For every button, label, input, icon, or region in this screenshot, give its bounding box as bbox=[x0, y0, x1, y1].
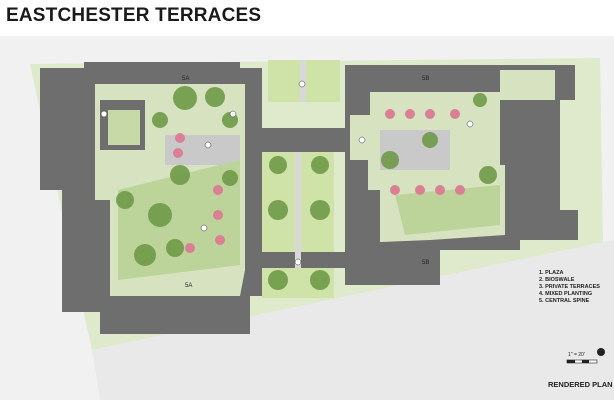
north-arrow-icon bbox=[597, 348, 605, 356]
tree bbox=[152, 112, 168, 128]
callout bbox=[358, 136, 366, 144]
terrace-west bbox=[108, 110, 140, 145]
tree bbox=[173, 86, 197, 110]
legend-item: 3. PRIVATE TERRACES bbox=[539, 284, 600, 290]
bioswale-east bbox=[395, 185, 500, 235]
tree bbox=[311, 156, 329, 174]
tree bbox=[170, 165, 190, 185]
legend-item: 4. MIXED PLANTING bbox=[539, 291, 593, 297]
tree bbox=[166, 239, 184, 257]
flowering-tree bbox=[415, 185, 425, 195]
tree bbox=[310, 270, 330, 290]
tree bbox=[134, 244, 156, 266]
tree bbox=[222, 170, 238, 186]
tree bbox=[473, 93, 487, 107]
flowering-tree bbox=[405, 109, 415, 119]
flowering-tree bbox=[213, 185, 223, 195]
page-title: EASTCHESTER TERRACES bbox=[6, 5, 262, 26]
flowering-tree bbox=[215, 235, 225, 245]
callout bbox=[100, 110, 108, 118]
tree bbox=[422, 132, 438, 148]
tree bbox=[268, 200, 288, 220]
tree bbox=[269, 156, 287, 174]
legend-item: 5. CENTRAL SPINE bbox=[539, 298, 590, 304]
flowering-tree bbox=[390, 185, 400, 195]
flowering-tree bbox=[175, 133, 185, 143]
tree bbox=[479, 166, 497, 184]
tree bbox=[148, 203, 172, 227]
callouts bbox=[100, 80, 474, 266]
tree bbox=[205, 87, 225, 107]
callout bbox=[204, 141, 212, 149]
callout bbox=[294, 258, 302, 266]
legend-item: 1. PLAZA bbox=[539, 270, 564, 276]
lawn-east-notch bbox=[500, 70, 555, 100]
flowering-tree bbox=[425, 109, 435, 119]
callout bbox=[229, 110, 237, 118]
section-mark-5b-bottom: 5B bbox=[422, 260, 429, 266]
tree bbox=[268, 270, 288, 290]
callout bbox=[298, 80, 306, 88]
callout bbox=[466, 120, 474, 128]
plan-caption: RENDERED PLAN bbox=[548, 380, 613, 389]
section-mark-5a-bottom: 5A bbox=[185, 283, 192, 289]
tree bbox=[381, 151, 399, 169]
trees bbox=[116, 86, 497, 290]
flowering-tree bbox=[185, 243, 195, 253]
scale-bar bbox=[566, 359, 598, 364]
scale-label: 1" = 20' bbox=[568, 352, 585, 358]
tree bbox=[310, 200, 330, 220]
section-mark-5b-top: 5B bbox=[422, 76, 429, 82]
flowering-tree bbox=[173, 148, 183, 158]
legend: 1. PLAZA 2. BIOSWALE 3. PRIVATE TERRACES… bbox=[539, 270, 600, 305]
callout bbox=[200, 224, 208, 232]
flowering-tree bbox=[385, 109, 395, 119]
tree bbox=[116, 191, 134, 209]
flowering-tree bbox=[213, 210, 223, 220]
flowering-tree bbox=[450, 109, 460, 119]
street bbox=[92, 240, 614, 400]
flowering-trees bbox=[173, 109, 465, 253]
legend-item: 2. BIOSWALE bbox=[539, 277, 575, 283]
flowering-tree bbox=[455, 185, 465, 195]
section-mark-5a-top: 5A bbox=[182, 76, 189, 82]
flowering-tree bbox=[435, 185, 445, 195]
spine-path-middle bbox=[295, 152, 301, 297]
